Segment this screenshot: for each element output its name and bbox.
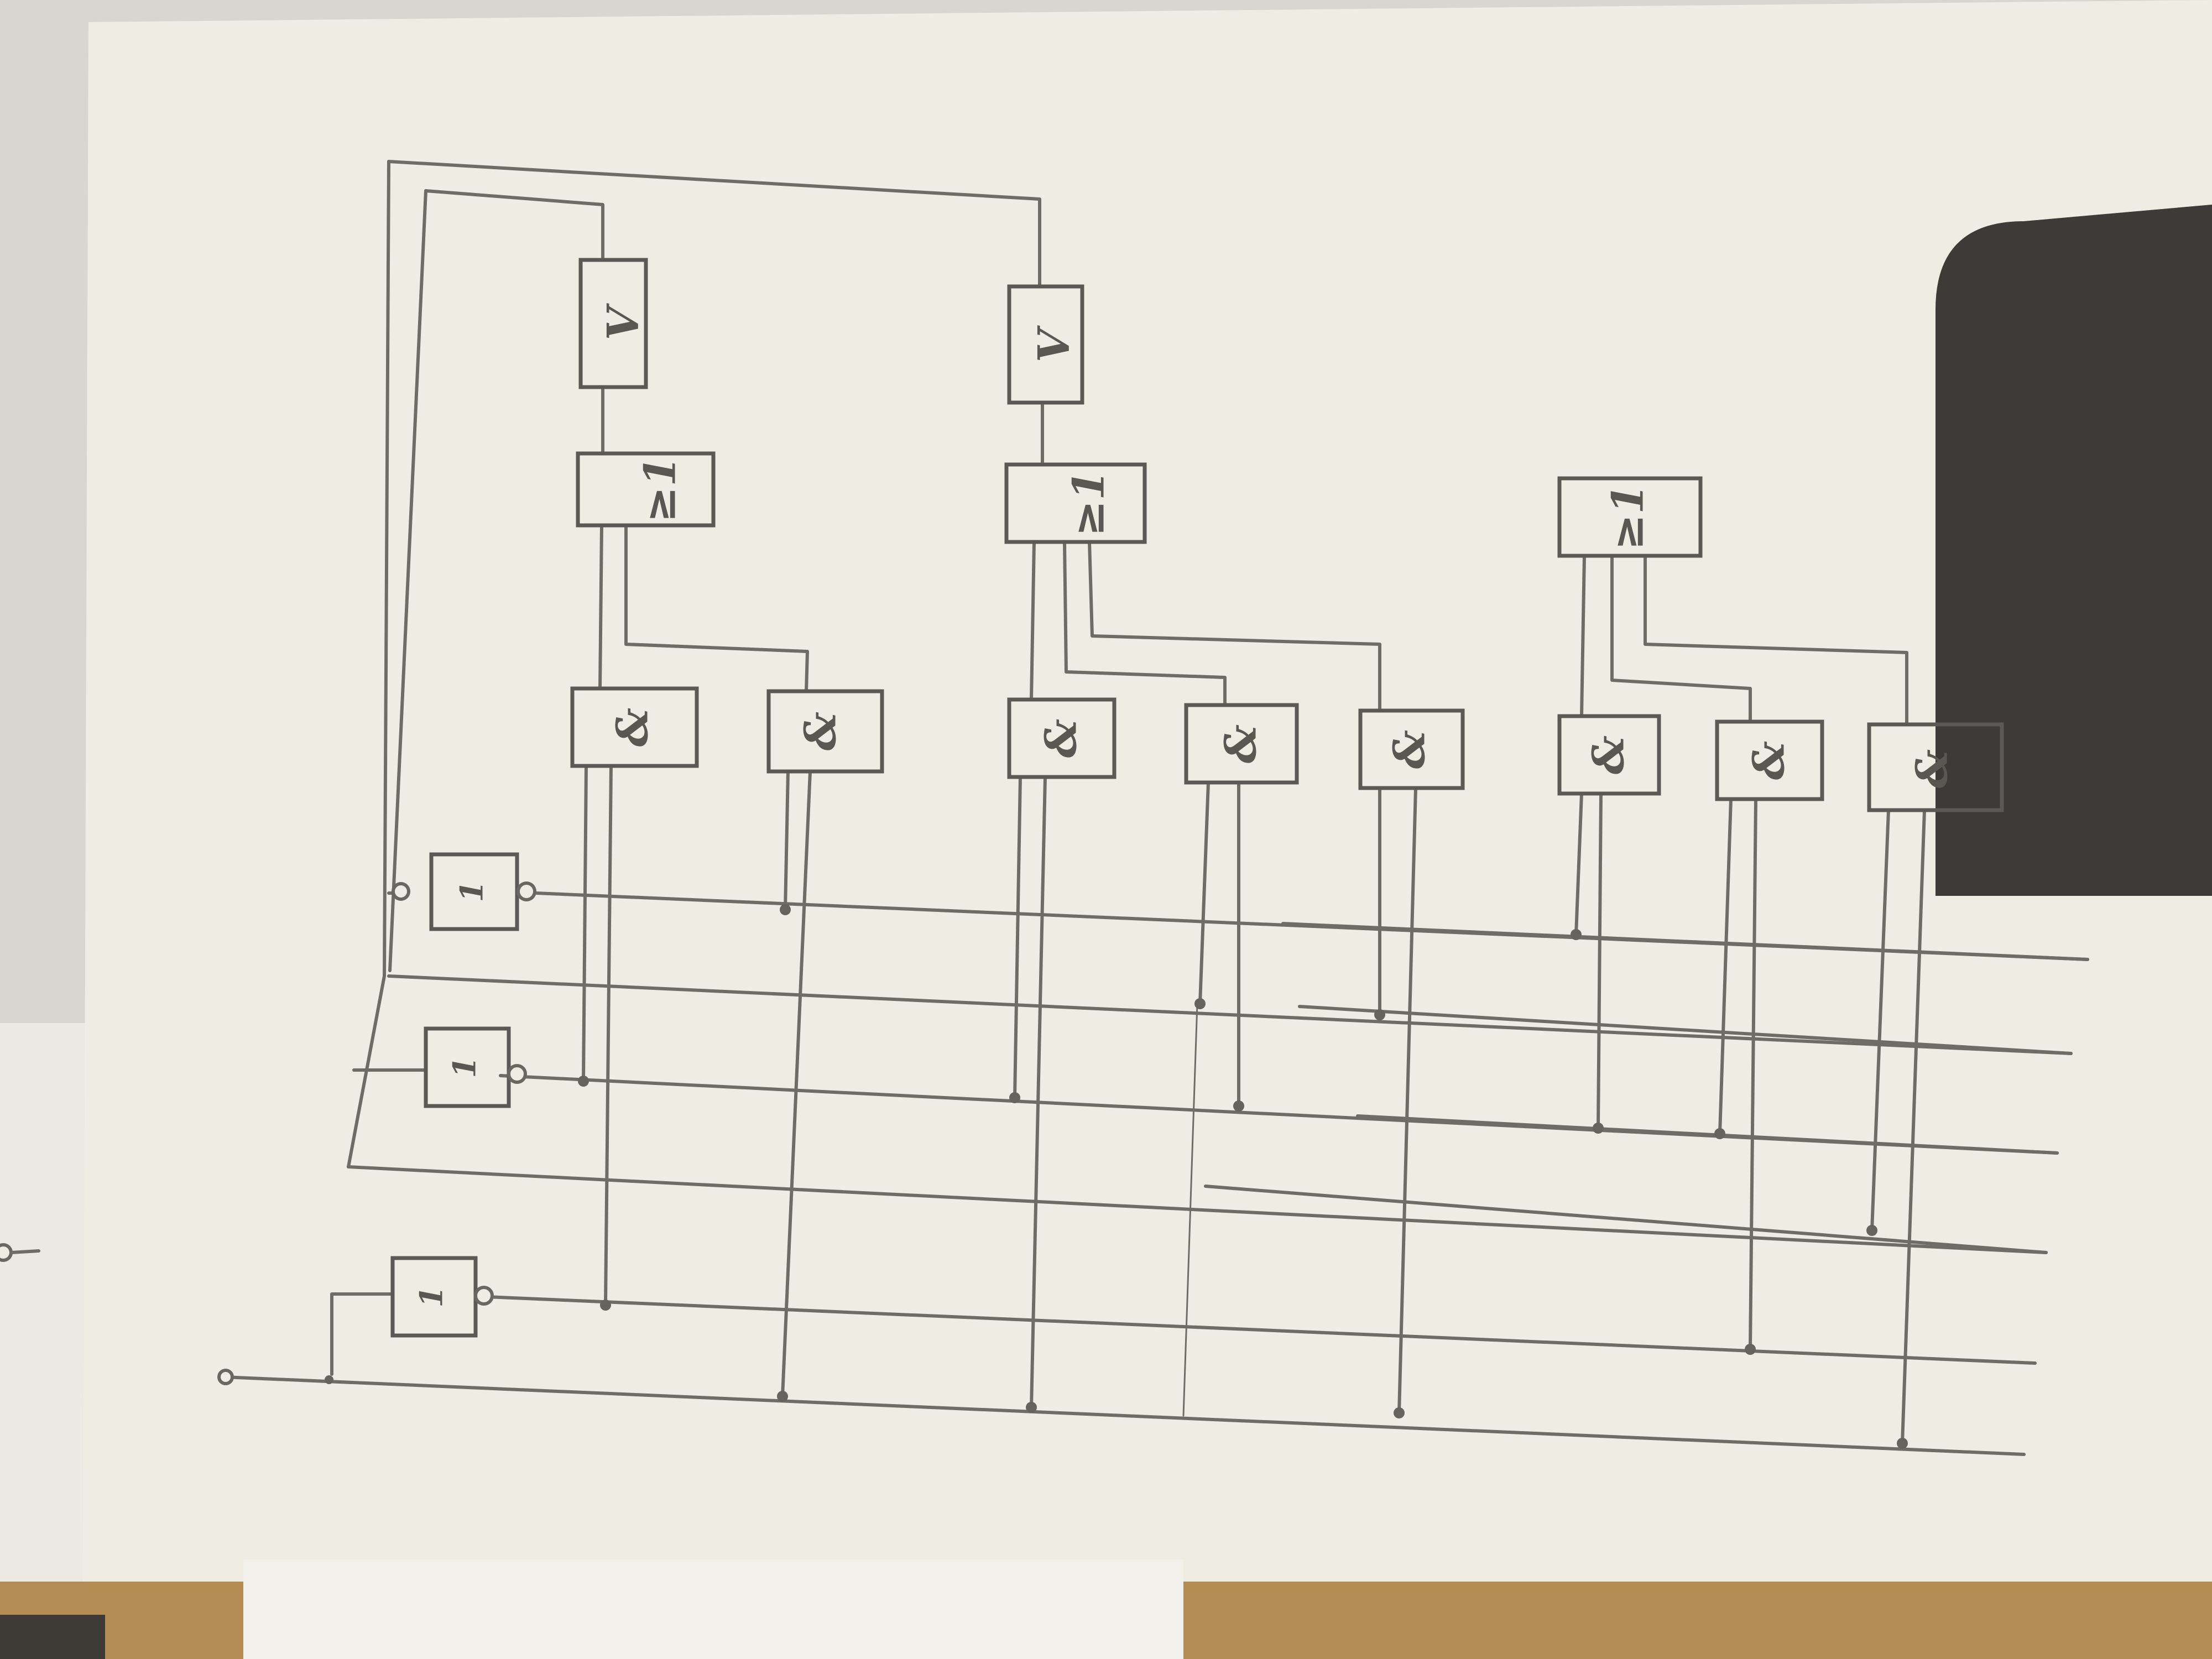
or-gate-2: ≥1 [1004, 462, 1147, 544]
rail-3-ext [1356, 1114, 2059, 1155]
tap-and2-b [781, 770, 812, 1398]
gate-label: 1 [447, 1057, 483, 1078]
tap-and3-a [1013, 775, 1022, 1099]
junction-dot [578, 1076, 589, 1087]
and-gate-8: & [1867, 722, 2004, 812]
junction-dot [600, 1300, 611, 1311]
rail-4-ext [1204, 1185, 2048, 1254]
tap-and5-b [1397, 786, 1417, 1415]
tap-and4-a [1198, 781, 1210, 1005]
gate-label: V [1029, 325, 1079, 362]
wire-or1-and1 [598, 524, 603, 690]
not-output-bubble [507, 1064, 527, 1084]
wire-or2-and4 [1063, 540, 1227, 707]
junction-dot [1714, 1128, 1725, 1139]
or-gate-1: ≥1 [576, 451, 716, 528]
junction-dot [325, 1375, 333, 1384]
output-box-2: V [1007, 284, 1084, 405]
junction-dots [217, 904, 1908, 1449]
stray-wire [9, 1249, 40, 1254]
wire-or2-and3 [1030, 540, 1036, 701]
not-output-bubble [517, 881, 536, 901]
junction-dot [1194, 998, 1206, 1009]
and-gate-2: & [766, 689, 884, 774]
rail-2 [387, 974, 2073, 1055]
tap-and1-a [582, 764, 588, 1083]
junction-dot [1009, 1092, 1020, 1103]
bottom-left-dark [0, 1615, 105, 1659]
wire-not3-in [330, 1292, 394, 1376]
gate-label: V [598, 302, 649, 340]
tap-and8-b [1901, 808, 1926, 1445]
and-gate-3: & [1007, 697, 1117, 779]
tap-and1-b [604, 764, 613, 1307]
tap-and3-b [1030, 775, 1047, 1409]
gate-label: & [1584, 735, 1634, 774]
junction-dot [1374, 1009, 1385, 1020]
junction-dot [1571, 929, 1582, 940]
or-gate-3: ≥1 [1557, 476, 1703, 558]
wire-or3-and7 [1610, 554, 1752, 723]
rail-6 [222, 1375, 2026, 1456]
wire-or3-and6 [1580, 554, 1586, 718]
rail-2-ext [1298, 1005, 2073, 1055]
gate-label: & [1744, 741, 1794, 780]
rail-4 [347, 1165, 2048, 1254]
junction-dot [1394, 1407, 1405, 1418]
junction-dot [1233, 1100, 1244, 1112]
tap-and8-a [1870, 808, 1890, 1232]
wire-or2-and5 [1088, 540, 1381, 712]
bottom-sheet-edge [243, 1559, 1183, 1659]
and-gate-4: & [1184, 703, 1299, 785]
and-gate-1: & [570, 686, 699, 768]
wire-outer-loop [387, 160, 1041, 288]
tap-and6-b [1597, 792, 1603, 1130]
and-gate-5: & [1358, 708, 1465, 790]
and-gate-7: & [1715, 719, 1824, 801]
junction-dot [1897, 1438, 1908, 1449]
gate-label: & [1907, 749, 1958, 788]
gate-label: ≥1 [635, 456, 686, 523]
not-gate-1: 1 [392, 852, 536, 931]
tap-and6-a [1574, 792, 1583, 936]
wire-inner-loop [424, 189, 604, 262]
gate-label: ≥1 [1603, 484, 1653, 550]
gate-label: ≥1 [1064, 470, 1114, 536]
tap-and7-a [1718, 797, 1733, 1135]
rail-1-ext [1281, 922, 2089, 961]
junction-dot [777, 1391, 788, 1402]
and-gate-6: & [1557, 714, 1661, 796]
gate-label: & [796, 712, 846, 750]
wire-inner-loop-left [388, 189, 427, 972]
gate-label: 1 [454, 881, 491, 902]
shadow-overlay [1936, 205, 2212, 896]
paper-sheet [83, 0, 2212, 1659]
not-gate-2: 1 [424, 1026, 527, 1108]
rail-5 [485, 1295, 2037, 1365]
gate-label: & [1036, 719, 1087, 758]
tap-and2-a [784, 770, 790, 911]
gate-label: 1 [414, 1286, 450, 1308]
junction-dot [1745, 1344, 1756, 1355]
junction-dot [1026, 1402, 1037, 1413]
wires [222, 160, 2089, 1456]
not-output-bubble [474, 1286, 494, 1306]
input-terminal [217, 1369, 234, 1385]
lower-left-sheet [0, 1023, 111, 1604]
gate-label: & [1385, 730, 1435, 769]
wire-or1-and2 [624, 524, 809, 693]
gate-label: & [608, 708, 658, 747]
junction-dot [1593, 1123, 1604, 1134]
not-input-bubble [392, 882, 410, 901]
wire-outer-loop-left [347, 160, 390, 1168]
wire-or3-and8 [1644, 554, 1908, 726]
output-box-1: V [578, 258, 649, 389]
not-gate-3: 1 [390, 1256, 494, 1338]
junction-dot [1866, 1225, 1877, 1236]
thin-vertical [1182, 1003, 1198, 1417]
gate-label: & [1216, 724, 1266, 763]
junction-dot [780, 904, 791, 915]
tap-and7-b [1749, 797, 1757, 1351]
